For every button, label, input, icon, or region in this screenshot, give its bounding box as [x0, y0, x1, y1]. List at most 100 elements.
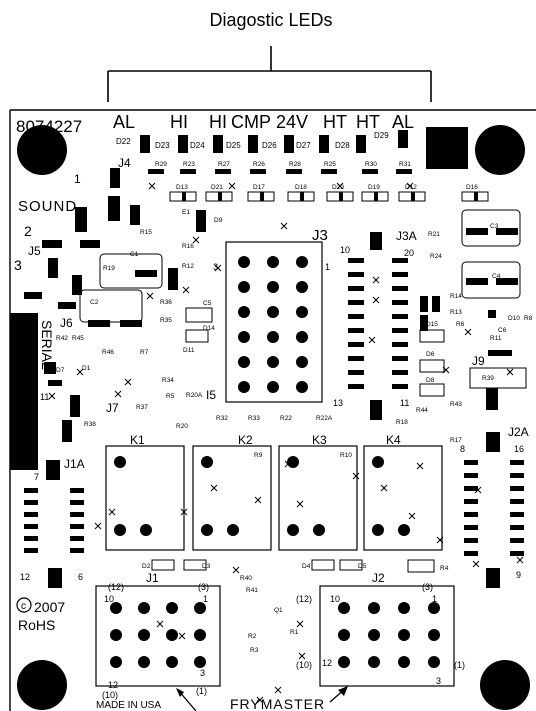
- resistor-label: R29: [155, 161, 167, 168]
- led-label: D27: [296, 141, 311, 150]
- x-marker: [352, 472, 360, 480]
- mounting-holes: [17, 125, 530, 710]
- relay-k2: [192, 445, 272, 551]
- relay-pin: [114, 456, 126, 468]
- pin: [24, 488, 38, 493]
- pin: [194, 656, 206, 668]
- x-marker: [148, 182, 156, 190]
- pin-number: 16: [514, 444, 524, 454]
- x-marker: [416, 462, 424, 470]
- led-label: D26: [262, 141, 277, 150]
- component-label: R15: [140, 229, 152, 236]
- connector-label: J3A: [396, 229, 417, 243]
- component-label: R8: [524, 315, 533, 322]
- component-label: R1: [290, 629, 299, 636]
- pin-number: 11: [400, 398, 409, 408]
- x-marker: [368, 336, 376, 344]
- j3-pin-grid: [238, 256, 308, 393]
- j3-header: [225, 241, 323, 403]
- pin: [392, 272, 408, 277]
- pin: [392, 258, 408, 263]
- component-label: R7: [140, 349, 149, 356]
- diode-label: D17: [253, 184, 265, 191]
- component-label: D4: [302, 563, 311, 570]
- x-marker: [372, 276, 380, 284]
- component-label: R45: [72, 335, 84, 342]
- component-label: R13: [450, 309, 462, 316]
- x-marker: [442, 366, 450, 374]
- pin: [267, 306, 279, 318]
- led-code: CMP: [231, 112, 271, 132]
- j2a-key: [486, 432, 500, 452]
- pin-number: 12: [20, 572, 30, 582]
- pin: [166, 629, 178, 641]
- pin: [464, 486, 478, 491]
- component-label: R42: [56, 335, 68, 342]
- pin: [70, 512, 84, 517]
- pin: [110, 656, 122, 668]
- pin: [24, 536, 38, 541]
- component-label: R17: [450, 437, 462, 444]
- pin: [348, 300, 364, 305]
- pin: [267, 356, 279, 368]
- diode-label: D16: [466, 184, 478, 191]
- led-row: D22 D23 D24 D25 D26 D27 D28 D29: [116, 130, 408, 153]
- j2-header: [319, 585, 455, 687]
- pin-number: (10): [296, 660, 312, 670]
- square-chip: [426, 127, 468, 169]
- component-label: D10: [508, 315, 520, 322]
- resistor-label: R25: [324, 161, 336, 168]
- serial-label: SERIAL: [39, 320, 55, 370]
- resistor-label: R23: [183, 161, 195, 168]
- component-label: R19: [103, 265, 115, 272]
- pin: [464, 460, 478, 465]
- led-code: AL: [113, 112, 135, 132]
- diode-label: D19: [368, 184, 380, 191]
- diode-label: D21: [211, 184, 223, 191]
- component-label: R11: [490, 335, 502, 342]
- x-marker: [192, 236, 200, 244]
- component-label: R40: [240, 575, 252, 582]
- pin: [392, 300, 408, 305]
- pin: [464, 473, 478, 478]
- pin: [194, 602, 206, 614]
- pin-number: 1: [203, 594, 208, 604]
- pin: [464, 512, 478, 517]
- x-marker: [124, 378, 132, 386]
- led-label: D23: [155, 141, 170, 150]
- pin-number: (3): [198, 582, 209, 592]
- left-capacitor-outlines: [79, 253, 213, 343]
- pin-number: 6: [78, 572, 83, 582]
- mounting-hole: [480, 660, 530, 710]
- pin: [464, 499, 478, 504]
- pin: [338, 602, 350, 614]
- relay-pin: [313, 524, 325, 536]
- pin: [510, 473, 524, 478]
- component-label: C3: [490, 223, 499, 230]
- component-label: R5: [166, 393, 175, 400]
- diode-row: D13 D21 D17 D18 D20 D19 D12 D16: [169, 184, 489, 202]
- part-number: 8074227: [16, 117, 82, 136]
- pin: [267, 256, 279, 268]
- pin: [392, 328, 408, 333]
- x-marker: [256, 696, 264, 704]
- pin-number: 9: [516, 570, 521, 580]
- component-label: D1: [82, 365, 91, 372]
- pin: [392, 384, 408, 389]
- relay-label: K3: [312, 433, 327, 447]
- pin: [348, 286, 364, 291]
- pin: [398, 629, 410, 641]
- component-label: R46: [102, 349, 114, 356]
- pin-number: (12): [108, 582, 124, 592]
- pin-number: 13: [333, 398, 343, 408]
- component-label: D9: [214, 217, 223, 224]
- ic-label: I5: [206, 388, 216, 402]
- pin: [267, 381, 279, 393]
- x-marker: [156, 620, 164, 628]
- x-marker: [296, 500, 304, 508]
- relay-label: K4: [386, 433, 401, 447]
- pin-number: 3: [213, 262, 218, 272]
- led-code: AL: [392, 112, 414, 132]
- pin: [510, 460, 524, 465]
